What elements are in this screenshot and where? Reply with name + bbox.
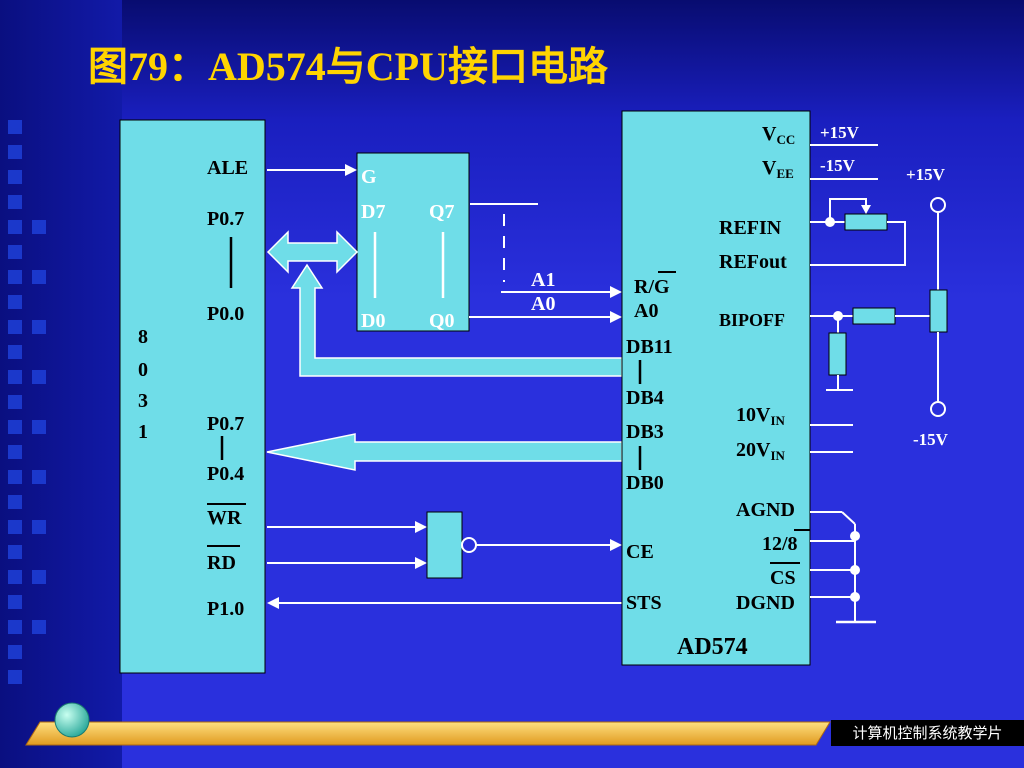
logic-gate xyxy=(426,511,463,579)
latch-pin-g: G xyxy=(361,166,377,188)
cpu-pin-p04: P0.4 xyxy=(207,463,244,485)
cpu-pin-p07: P0.7 xyxy=(207,208,244,230)
adc-pin-vee: VEE xyxy=(762,157,794,181)
cpu-pin-rd: RD xyxy=(207,552,236,574)
bus-label-a1: A1 xyxy=(531,269,555,291)
adc-pin-10vin: 10VIN xyxy=(736,404,786,428)
adc-chip xyxy=(621,110,811,666)
adc-pin-12-8: 12/8 xyxy=(762,533,798,555)
cpu-name-char: 3 xyxy=(138,390,148,412)
cpu-pin-p10: P1.0 xyxy=(207,598,244,620)
cpu-pin-p00: P0.0 xyxy=(207,303,244,325)
adc-pin-db3: DB3 xyxy=(626,421,664,443)
decorative-bottom-bar xyxy=(25,702,831,746)
cpu-name-char: 1 xyxy=(138,421,148,443)
adc-pin-dgnd: DGND xyxy=(736,592,795,614)
bipolar-offset-resistor xyxy=(852,307,896,325)
adc-pin-refin: REFIN xyxy=(719,217,782,239)
decorative-left-strip xyxy=(0,0,122,768)
adc-pin-ce: CE xyxy=(626,541,654,563)
adc-pin-agnd: AGND xyxy=(736,499,795,521)
adc-pin-db4: DB4 xyxy=(626,387,664,409)
reference-resistor xyxy=(844,213,888,231)
cpu-chip xyxy=(119,119,266,674)
vcc-value: +15V xyxy=(820,123,860,142)
adc-pin-vcc: VCC xyxy=(762,123,795,147)
latch-pin-q0: Q0 xyxy=(429,310,455,332)
gate-inversion-bubble xyxy=(461,537,477,553)
latch-pin-d7: D7 xyxy=(361,201,385,223)
offset-potentiometer xyxy=(929,289,948,333)
latch-pin-q7: Q7 xyxy=(429,201,455,223)
adc-name: AD574 xyxy=(677,634,748,660)
adc-pin-20vin: 20VIN xyxy=(736,439,786,463)
adc-pin-db0: DB0 xyxy=(626,472,664,494)
adc-pin-bipoff: BIPOFF xyxy=(719,310,785,330)
cpu-pin-p07-bottom: P0.7 xyxy=(207,413,244,435)
low-data-bus-arrow xyxy=(266,433,623,471)
positive-rail-terminal xyxy=(930,197,946,213)
negative-rail-terminal xyxy=(930,401,946,417)
cpu-pin-ale: ALE xyxy=(207,157,248,179)
vee-value: -15V xyxy=(820,156,856,175)
adc-pin-a0: A0 xyxy=(634,300,658,322)
adc-pin-rg: R/G xyxy=(634,276,670,298)
rail-top-label: +15V xyxy=(906,165,946,184)
page-title: 图79：AD574与CPU接口电路 xyxy=(88,44,609,89)
high-data-bus-arrow xyxy=(290,263,623,377)
rail-bottom-label: -15V xyxy=(913,430,949,449)
footer-caption: 计算机控制系统教学片 xyxy=(831,720,1024,746)
adc-pin-sts: STS xyxy=(626,592,662,614)
adc-pin-cs: CS xyxy=(770,567,796,589)
bus-label-a0: A0 xyxy=(531,293,555,315)
adc-pin-refout: REFout xyxy=(719,251,787,273)
cpu-name-char: 8 xyxy=(138,326,148,348)
latch-pin-d0: D0 xyxy=(361,310,385,332)
offset-ground-resistor xyxy=(828,332,847,376)
cpu-pin-wr: WR xyxy=(207,507,242,529)
bidirectional-bus-arrow xyxy=(266,230,359,274)
adc-pin-db11: DB11 xyxy=(626,336,673,358)
cpu-name-char: 0 xyxy=(138,359,148,381)
